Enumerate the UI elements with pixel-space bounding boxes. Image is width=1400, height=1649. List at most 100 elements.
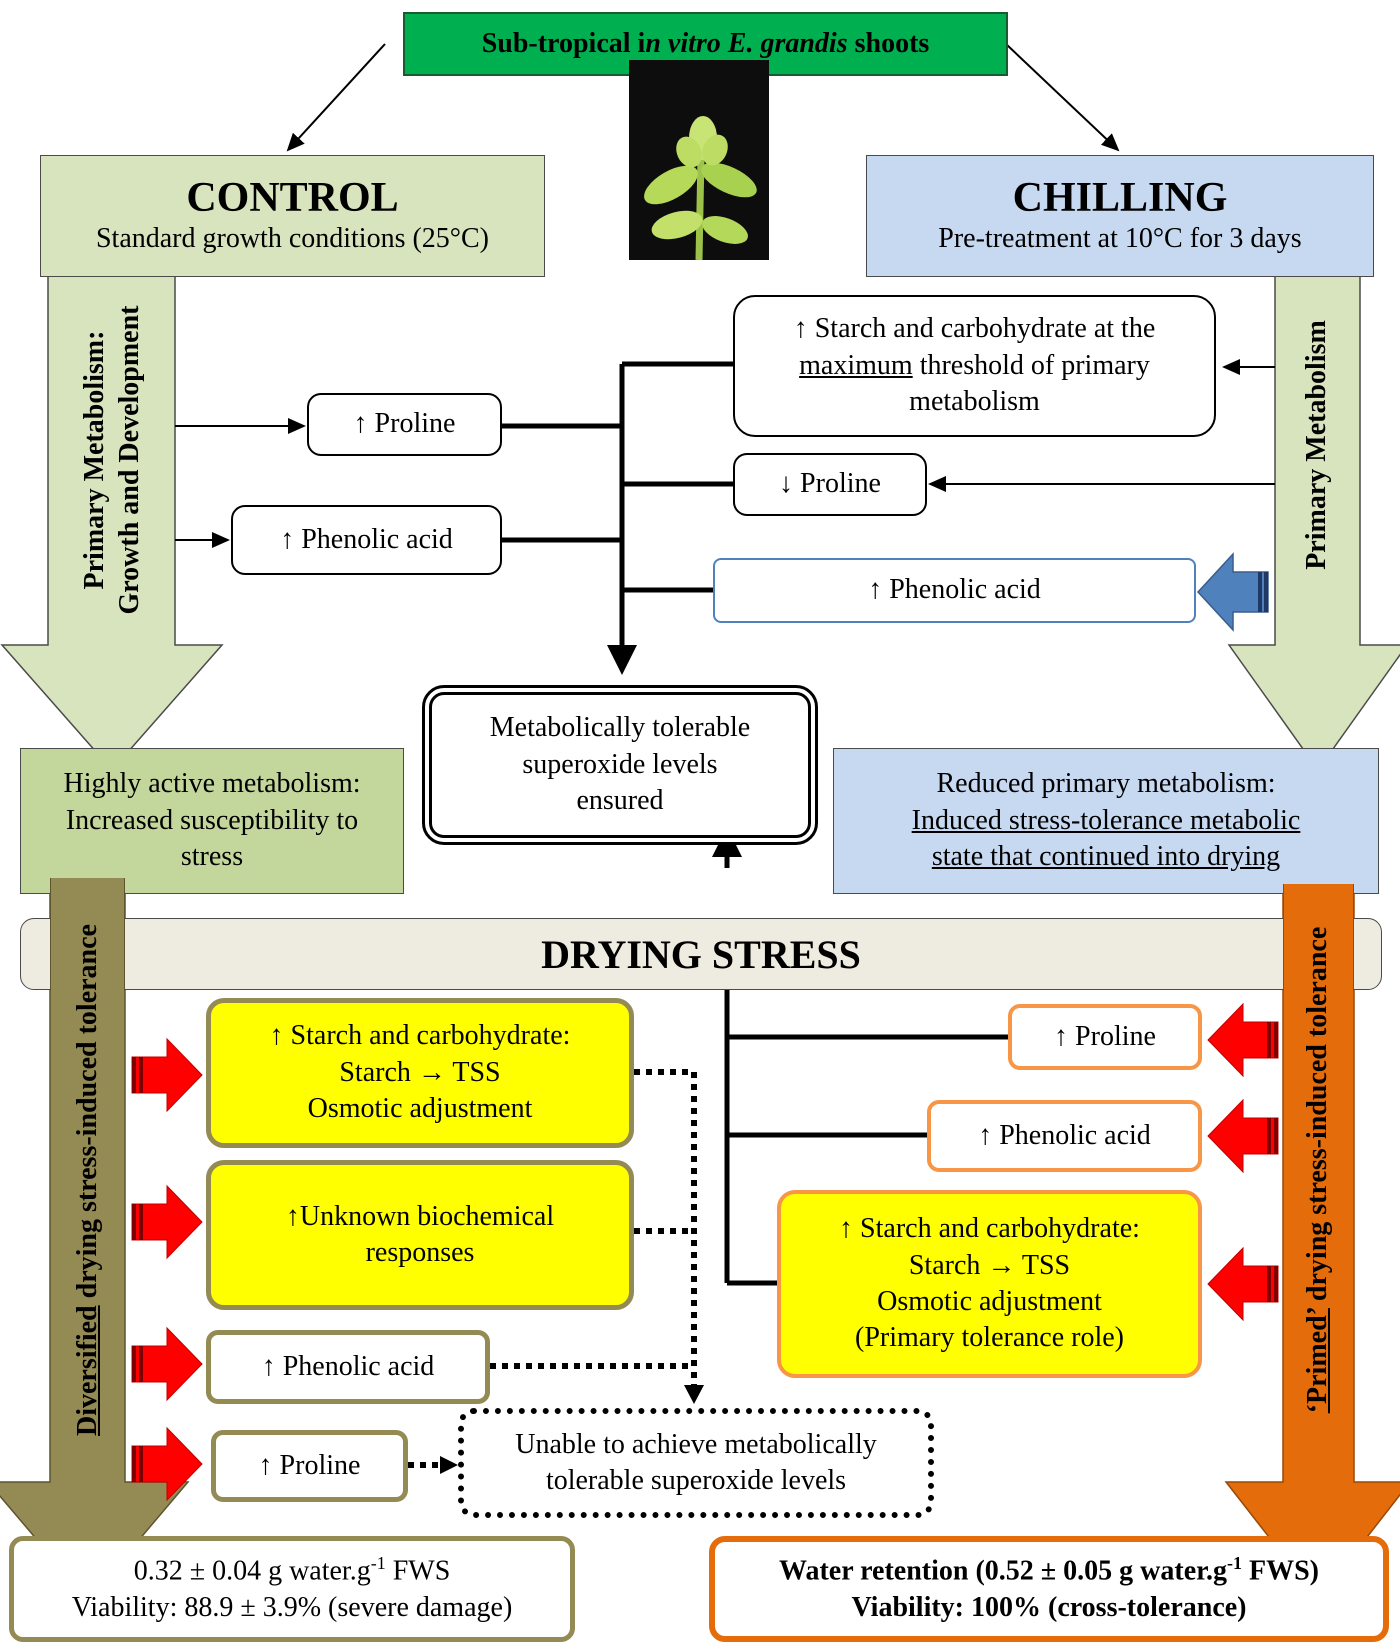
right-result-sup: -1 — [1227, 1552, 1242, 1573]
chilling-vertical-label: Primary Metabolism — [1292, 280, 1342, 610]
chilling-starch-line2: threshold of primary — [912, 349, 1150, 381]
right-proline-box: ↑ Proline — [1008, 1004, 1202, 1070]
left-unknown-box: ↑Unknown biochemical responses — [206, 1160, 634, 1310]
left-proline-box: ↑ Proline — [211, 1430, 408, 1502]
header-title-italic: n vitro E. grandis — [645, 28, 848, 59]
chilling-outcome-line3: state that continued into drying — [931, 841, 1281, 873]
chilling-title: CHILLING — [1012, 174, 1228, 221]
diversified-word: Diversified — [72, 1305, 103, 1436]
control-vertical-label-line2: Growth and Development — [114, 305, 145, 615]
dotted-arrowhead-down — [684, 1385, 704, 1404]
up-arrow-icon: ↑ — [285, 1200, 300, 1232]
control-phenolic-box: ↑ Phenolic acid — [231, 505, 502, 575]
up-arrow-icon: ↑ — [978, 1119, 993, 1151]
primed-rest: drying stress-induced tolerance — [1302, 926, 1333, 1309]
shoot-illustration — [629, 60, 769, 260]
right-phenolic-box: ↑ Phenolic acid — [927, 1100, 1202, 1172]
control-outcome-line1: Highly active metabolism: — [63, 768, 361, 800]
unable-line2: tolerable superoxide levels — [545, 1465, 847, 1496]
right-starch-line2: Starch → TSS — [908, 1249, 1071, 1281]
chilling-starch-box: ↑ Starch and carbohydrate at the maximum… — [733, 295, 1216, 437]
right-starch-box: ↑ Starch and carbohydrate: Starch → TSS … — [777, 1190, 1202, 1378]
blue-block-arrow — [1196, 552, 1269, 632]
right-result-box: Water retention (0.52 ± 0.05 g water.g-1… — [709, 1536, 1389, 1642]
center-line1: Metabolically tolerable — [489, 712, 751, 744]
right-proline-label: Proline — [1075, 1020, 1156, 1052]
right-phenolic-label: Phenolic acid — [999, 1119, 1151, 1151]
unable-box: Unable to achieve metabolically tolerabl… — [458, 1408, 934, 1518]
right-arrow-shaft-top — [1283, 884, 1354, 991]
down-arrow-icon: ↓ — [779, 468, 794, 500]
red-arrows-right — [1207, 1002, 1279, 1322]
chilling-subtitle: Pre-treatment at 10°C for 3 days — [938, 222, 1302, 254]
left-result-viability: Viability: 88.9 ± 3.9% (severe damage) — [71, 1591, 513, 1623]
up-arrow-icon: ↑ — [353, 408, 368, 440]
up-arrow-icon: ↑ — [269, 1020, 284, 1052]
right-starch-line1: Starch and carbohydrate: — [860, 1213, 1140, 1245]
header-title-suffix: shoots — [847, 28, 930, 59]
chilling-outcome-box: Reduced primary metabolism: Induced stre… — [833, 748, 1379, 894]
drying-stress-label: DRYING STRESS — [541, 931, 861, 977]
arrow-header-to-control — [286, 43, 386, 152]
up-arrow-icon: ↑ — [839, 1213, 854, 1245]
control-outcome-line3: stress — [180, 841, 244, 873]
left-unknown-line1: Unknown biochemical — [299, 1200, 555, 1232]
left-phenolic-box: ↑ Phenolic acid — [206, 1330, 490, 1404]
chilling-proline-label: Proline — [800, 468, 881, 500]
right-starch-line4: (Primary tolerance role) — [855, 1322, 1124, 1354]
control-proline-box: ↑ Proline — [307, 393, 502, 456]
left-result-sup: -1 — [370, 1552, 386, 1573]
dotted-connectors — [408, 1069, 697, 1468]
left-unknown-line2: responses — [365, 1237, 475, 1268]
left-phenolic-label: Phenolic acid — [282, 1350, 435, 1382]
right-result-unit: FWS) — [1242, 1555, 1319, 1587]
control-phenolic-label: Phenolic acid — [301, 523, 453, 555]
chilling-starch-line3: metabolism — [909, 386, 1040, 418]
up-arrow-icon: ↑ — [868, 574, 883, 606]
control-outcome-line2: Increased susceptibility to — [65, 804, 359, 836]
control-title: CONTROL — [186, 174, 399, 221]
up-arrow-icon: ↑ — [258, 1449, 273, 1481]
unable-line1: Unable to achieve metabolically — [515, 1428, 877, 1460]
chilling-metabolism-arrow — [1227, 275, 1400, 772]
header-title: Sub-tropical in vitro E. grandis shoots — [482, 28, 930, 60]
control-metabolism-arrow — [0, 275, 224, 772]
right-result-value: Water retention (0.52 ± 0.05 g water.g — [779, 1555, 1227, 1587]
control-chilling-connectors — [502, 361, 733, 675]
chilling-outcome-line1: Reduced primary metabolism: — [936, 768, 1276, 800]
diversified-arrow-label: Diversified drying stress-induced tolera… — [66, 890, 110, 1470]
chilling-phenolic-box: ↑ Phenolic acid — [713, 558, 1196, 623]
left-starch-box: ↑ Starch and carbohydrate: Starch → TSS … — [206, 998, 634, 1148]
right-result-viability: Viability: 100% (cross-tolerance) — [851, 1591, 1247, 1623]
control-vertical-label-line1: Primary Metabolism: — [79, 330, 110, 590]
drying-stress-band: DRYING STRESS — [20, 918, 1382, 990]
chilling-vertical-label-text: Primary Metabolism — [1301, 320, 1332, 570]
dotted-arrowhead-right — [440, 1456, 458, 1474]
chilling-phenolic-label: Phenolic acid — [889, 574, 1041, 606]
control-subtitle: Standard growth conditions (25°C) — [95, 222, 490, 254]
center-line3: ensured — [576, 785, 664, 817]
arrow-header-to-chilling — [1005, 43, 1120, 152]
right-starch-line3: Osmotic adjustment — [877, 1286, 1102, 1317]
control-proline-label: Proline — [374, 408, 456, 440]
left-result-value: 0.32 ± 0.04 g water.g — [133, 1555, 371, 1587]
left-arrow-shaft-top — [50, 878, 125, 991]
center-line2: superoxide levels — [522, 748, 718, 780]
center-outcome-box: Metabolically tolerable superoxide level… — [422, 685, 818, 845]
chilling-starch-maximum: maximum — [799, 349, 913, 381]
control-vertical-label: Primary Metabolism: Growth and Developme… — [67, 275, 157, 645]
shoot-photo — [629, 60, 769, 260]
chilling-proline-box: ↓ Proline — [733, 453, 927, 516]
left-starch-line2: Starch → TSS — [339, 1056, 501, 1088]
diversified-rest: drying stress-induced tolerance — [72, 924, 103, 1306]
up-arrow-icon: ↑ — [1054, 1020, 1069, 1052]
chilling-starch-line1: Starch and carbohydrate at the — [814, 313, 1156, 345]
header-title-prefix: Sub-tropical i — [481, 28, 646, 59]
up-arrow-icon: ↑ — [280, 523, 295, 555]
up-arrow-icon: ↑ — [261, 1350, 276, 1382]
primed-word: ‘Primed’ — [1302, 1308, 1333, 1414]
primed-arrow-label: ‘Primed’ drying stress-induced tolerance — [1296, 890, 1340, 1450]
red-arrows-left — [131, 1037, 203, 1502]
control-outcome-box: Highly active metabolism: Increased susc… — [20, 748, 404, 894]
